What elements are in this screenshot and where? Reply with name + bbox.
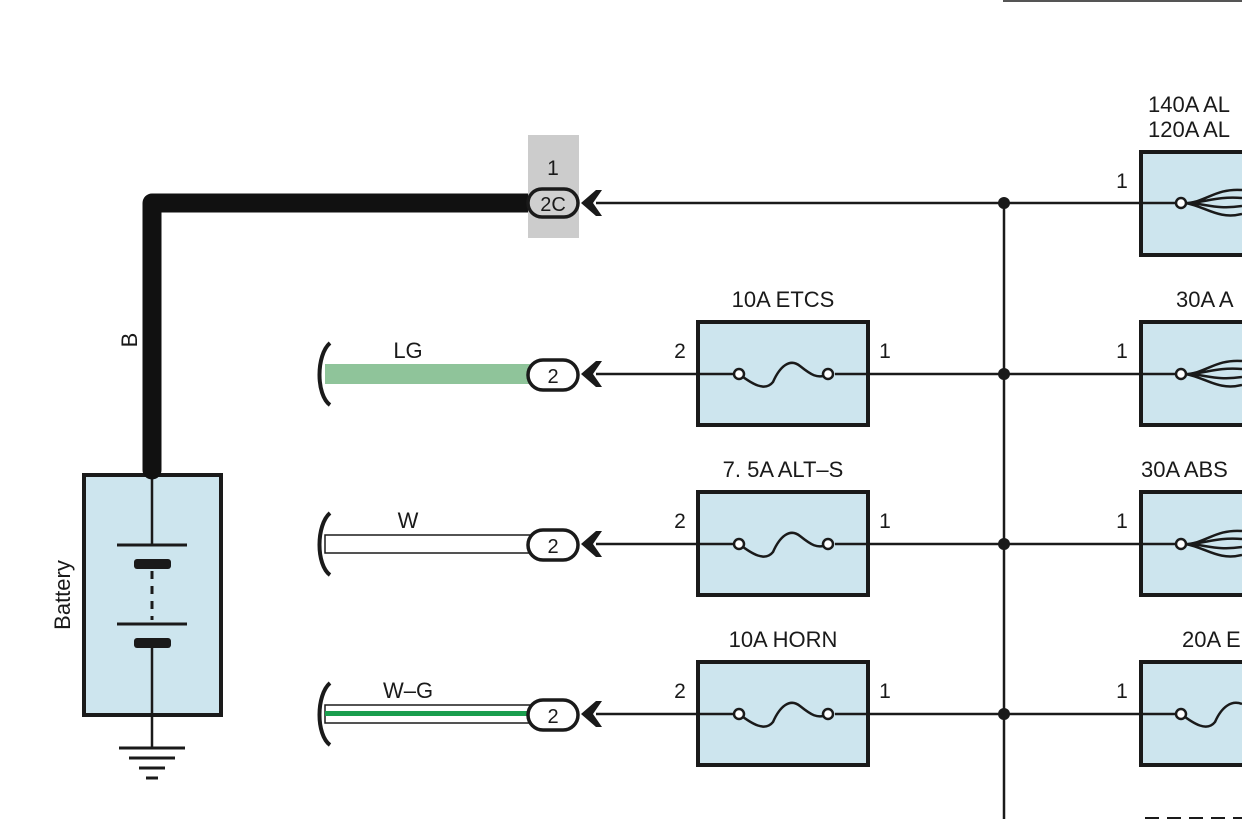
connector-2c-code: 2C [540,194,566,216]
fuse-alt: 140A AL 120A AL 1 [1116,92,1242,257]
connector-alts-code: 2 [547,536,558,558]
fuse-horn-element-icon [738,701,829,728]
connector-2c-pin: 1 [547,157,559,180]
connector-horn-arrow-icon [581,701,602,727]
wire-lg-break-icon [317,341,332,407]
connector-2c: 1 2C [526,135,602,238]
fuse-a30-label: 30A A [1176,287,1234,312]
fuse-alt-label-2: 120A AL [1148,117,1230,142]
fuse-abs: 30A ABS 1 [1116,457,1242,597]
connector-alts-arrow-icon [581,531,602,557]
fuse-abs-pin: 1 [1116,510,1128,533]
fusible-link-icon [1184,529,1242,558]
wire-b [142,193,542,480]
wire-wg-break-icon [317,681,332,747]
battery: Battery [50,473,223,717]
wire-wg: W–G [317,678,532,747]
wire-lg-label: LG [393,338,422,363]
fuse-alts-pin-out: 1 [879,510,891,533]
connector-etcs-code: 2 [547,366,558,388]
fuse-e20: 20A E 1 [1116,627,1242,767]
connector-horn: 2 [526,698,602,732]
fuse-etcs-element-icon [738,361,829,388]
wire-w-label: W [398,508,419,533]
fusible-link-icon [1184,359,1242,388]
fuse-etcs-pin-in: 2 [674,340,686,363]
wire-lg: LG [317,338,531,407]
fuse-etcs-label: 10A ETCS [732,287,835,312]
fuse-etcs-pin-out: 1 [879,340,891,363]
battery-label: Battery [50,560,75,630]
fuse-etcs: 10A ETCS 2 1 [674,287,891,427]
fuse-e20-element-icon [1180,701,1242,728]
junction-dot [998,538,1010,550]
fuse-horn-pin-out: 1 [879,680,891,703]
battery-plate-short-2 [134,638,171,648]
fuse-alts-pin-in: 2 [674,510,686,533]
connector-2c-highlight [528,135,579,238]
junction-dot [998,368,1010,380]
connector-2c-arrow-icon [581,190,602,216]
wire-b-label: B [117,333,142,348]
wire-w-break-icon [317,511,332,577]
connector-etcs: 2 [526,358,602,392]
connector-alts: 2 [526,528,602,562]
fuse-a30: 30A A 1 [1116,287,1242,427]
fuse-abs-label: 30A ABS [1141,457,1228,482]
fuse-horn-label: 10A HORN [729,627,838,652]
wire-w: W [317,508,532,577]
connector-etcs-arrow-icon [581,361,602,387]
ground-icon [119,715,185,780]
battery-plate-short-1 [134,559,171,569]
junction-dot [998,708,1010,720]
fuse-alts-element-icon [738,531,829,558]
connector-horn-code: 2 [547,706,558,728]
fusible-link-icon [1184,188,1242,217]
fuse-horn-pin-in: 2 [674,680,686,703]
fuse-alt-pin: 1 [1116,170,1128,193]
junction-dot [998,197,1010,209]
fuse-e20-label: 20A E [1182,627,1241,652]
fuse-alts-label: 7. 5A ALT–S [723,457,844,482]
fuse-horn: 10A HORN 2 1 [674,627,891,767]
fuse-alt-label-1: 140A AL [1148,92,1230,117]
fuse-e20-pin: 1 [1116,680,1128,703]
fuse-a30-pin: 1 [1116,340,1128,363]
fuse-alts: 7. 5A ALT–S 2 1 [674,457,891,597]
wire-wg-label: W–G [383,678,433,703]
